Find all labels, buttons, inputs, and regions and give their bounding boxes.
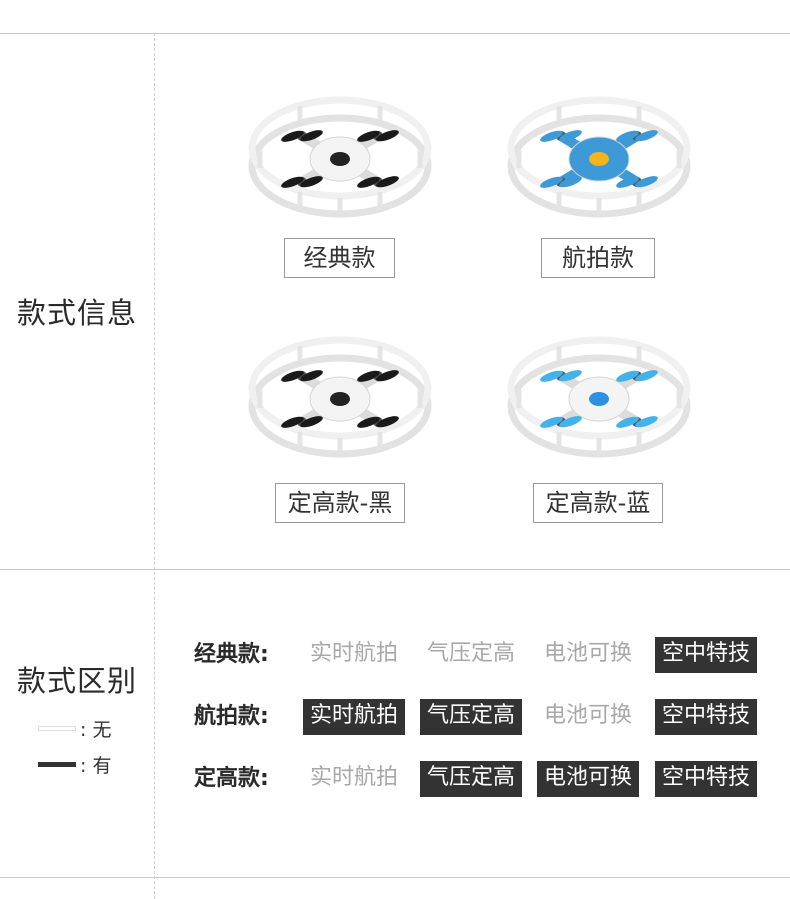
- drone-cage-drawing: [507, 336, 691, 458]
- feature-aerial-realtime: 实时航拍: [303, 699, 405, 735]
- propeller-blade: [376, 176, 399, 188]
- propeller-blade: [559, 176, 582, 188]
- propeller-blade: [635, 370, 658, 382]
- row-label-classic: 经典款:: [194, 642, 269, 667]
- propeller-blade: [281, 176, 304, 188]
- propeller-blade: [300, 130, 323, 142]
- section-title-style-diff: 款式区别: [16, 664, 137, 698]
- section-title-style-info: 款式信息: [16, 296, 137, 330]
- propeller-blade: [540, 130, 563, 142]
- drone-accent: [330, 152, 350, 166]
- legend-yes-text: : 有: [80, 754, 112, 777]
- cage-ring-upper: [248, 336, 432, 440]
- feature-aerial-altitude: 气压定高: [420, 699, 522, 735]
- propeller-blade: [357, 416, 380, 428]
- feature-classic-battery: 电池可换: [543, 641, 632, 666]
- propeller-blade: [376, 416, 399, 428]
- feature-altitude-stunt: 空中特技: [655, 761, 757, 797]
- row-label-aerial: 航拍款:: [194, 704, 269, 729]
- drone-accent: [330, 392, 350, 406]
- legend-swatch-filled: [38, 761, 76, 767]
- propeller-blade: [357, 370, 380, 382]
- feature-classic-stunt: 空中特技: [655, 637, 757, 673]
- propeller-blade: [540, 370, 563, 382]
- feature-altitude-realtime: 实时航拍: [309, 765, 398, 790]
- propeller-blade: [300, 176, 323, 188]
- legend-swatch-empty: [38, 725, 76, 731]
- propeller-blade: [616, 370, 639, 382]
- propeller-blade: [559, 130, 582, 142]
- bottom-divider: [0, 877, 790, 878]
- product-image-altitude-black: [240, 326, 440, 466]
- propeller-blade: [300, 370, 323, 382]
- middle-divider: [0, 569, 790, 570]
- propeller-blade: [376, 130, 399, 142]
- drone-cage-drawing: [507, 96, 691, 218]
- propeller-blade: [616, 416, 639, 428]
- top-divider: [0, 33, 790, 34]
- product-image-classic: [240, 86, 440, 226]
- feature-aerial-stunt: 空中特技: [655, 699, 757, 735]
- propeller-blade: [281, 416, 304, 428]
- cage-ring-upper: [507, 336, 691, 440]
- drone-accent: [589, 392, 609, 406]
- propeller-blade: [357, 130, 380, 142]
- drone-cage-drawing: [248, 96, 432, 218]
- propeller-blade: [635, 416, 658, 428]
- product-image-aerial: [499, 86, 699, 226]
- propeller-blade: [300, 416, 323, 428]
- caption-altitude-black: 定高款-黑: [275, 483, 405, 523]
- propeller-blade: [559, 370, 582, 382]
- propeller-blade: [635, 176, 658, 188]
- product-image-altitude-blue: [499, 326, 699, 466]
- propeller-blade: [376, 370, 399, 382]
- cage-ring-upper: [248, 96, 432, 200]
- cage-ring-upper: [507, 96, 691, 200]
- propeller-blade: [559, 416, 582, 428]
- feature-altitude-altitude: 气压定高: [420, 761, 522, 797]
- feature-altitude-battery: 电池可换: [537, 761, 639, 797]
- legend-no-text: : 无: [80, 718, 112, 741]
- propeller-blade: [616, 130, 639, 142]
- propeller-blade: [281, 130, 304, 142]
- propeller-blade: [635, 130, 658, 142]
- caption-classic: 经典款: [284, 238, 395, 278]
- caption-aerial: 航拍款: [541, 238, 655, 278]
- legend-yes: : 有: [38, 752, 112, 777]
- legend-no: : 无: [38, 716, 112, 741]
- feature-classic-realtime: 实时航拍: [309, 641, 398, 666]
- propeller-blade: [281, 370, 304, 382]
- feature-classic-altitude: 气压定高: [426, 641, 515, 666]
- feature-aerial-battery: 电池可换: [543, 703, 632, 728]
- drone-accent: [589, 152, 609, 166]
- column-divider: [154, 33, 155, 899]
- caption-altitude-blue: 定高款-蓝: [533, 483, 663, 523]
- propeller-blade: [616, 176, 639, 188]
- propeller-blade: [540, 416, 563, 428]
- propeller-blade: [540, 176, 563, 188]
- propeller-blade: [357, 176, 380, 188]
- drone-cage-drawing: [248, 336, 432, 458]
- row-label-altitude: 定高款:: [194, 766, 269, 791]
